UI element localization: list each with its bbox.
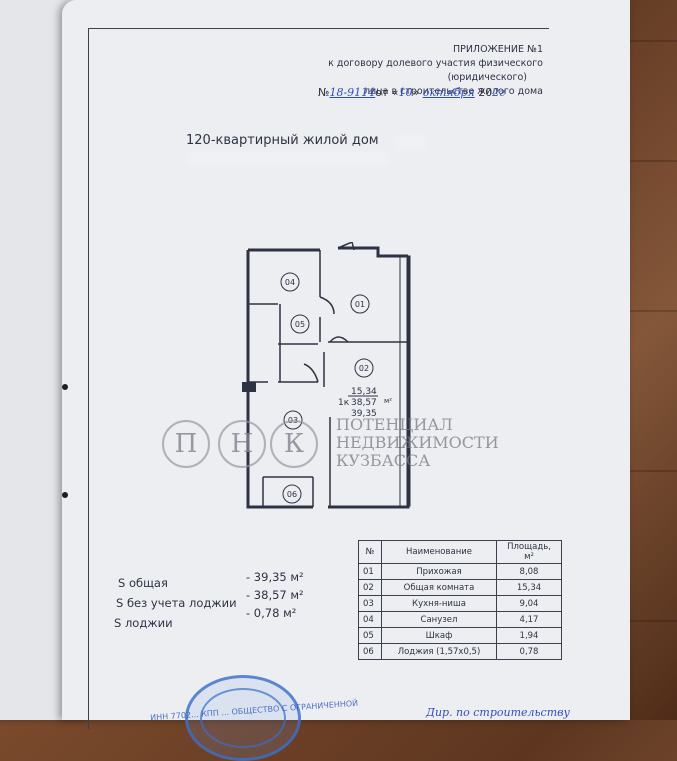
watermark-line: ПОТЕНЦИАЛ xyxy=(336,415,453,434)
signature: Дир. по строительству xyxy=(426,706,570,719)
loggia-area-label: S лоджии xyxy=(114,616,173,630)
appendix-title: ПРИЛОЖЕНИЕ №1 xyxy=(452,44,543,55)
appendix-line: к договору долевого участия физического xyxy=(328,58,543,69)
binding-hole xyxy=(62,492,68,498)
appendix-line: (юридического) xyxy=(447,72,527,83)
page-frame xyxy=(88,28,549,729)
watermark-letter: П xyxy=(162,420,210,468)
area-no-loggia-label: S без учета лоджии xyxy=(116,596,237,610)
room-marker-06: 06 xyxy=(287,490,297,499)
area-no-loggia-value: 38,57 xyxy=(351,398,377,408)
rooms-table: № Наименование Площадь, м² 01 Прихожая 8… xyxy=(358,540,562,660)
table-row: 05 Шкаф 1,94 xyxy=(358,627,562,644)
watermark-line: КУЗБАССА xyxy=(336,451,431,470)
table-row: 02 Общая комната 15,34 xyxy=(358,579,562,596)
contract-month: октября xyxy=(422,86,475,99)
table-header-row: № Наименование Площадь, м² xyxy=(358,540,562,564)
building-title: 120-квартирный жилой дом xyxy=(186,133,379,148)
contract-day: 10 xyxy=(398,86,413,99)
table-row: 06 Лоджия (1,57х0,5) 0,78 xyxy=(358,643,562,660)
area-no-loggia-summary: - 38,57 м² xyxy=(246,588,304,602)
loggia-area-value: - 0,78 м² xyxy=(246,606,297,620)
redacted-text xyxy=(188,150,388,166)
header-name: Наименование xyxy=(381,540,497,564)
room-marker-01: 01 xyxy=(355,300,365,309)
contract-year: 2г xyxy=(492,86,505,99)
contract-number: 18-9114 xyxy=(329,86,376,99)
binding-hole xyxy=(62,384,68,390)
table-row: 01 Прихожая 8,08 xyxy=(358,563,562,580)
room-marker-05: 05 xyxy=(295,320,305,329)
header-number: № xyxy=(358,540,382,564)
room-marker-04: 04 xyxy=(285,278,295,287)
watermark-letter: К xyxy=(270,420,318,468)
area-total-value: 39,35 xyxy=(351,409,377,419)
floor-plan: 04 01 05 02 03 06 15,34 1к 38,57 м² 39,3… xyxy=(242,242,411,509)
room-marker-02: 02 xyxy=(359,364,369,373)
header-area: Площадь, м² xyxy=(496,540,562,564)
watermark-letter: Н xyxy=(218,420,266,468)
table-row: 03 Кухня-ниша 9,04 xyxy=(358,595,562,612)
appendix-line: лица в строительстве жилого дома xyxy=(363,86,543,97)
total-area-label: S общая xyxy=(118,576,168,590)
apartment-type: 1к xyxy=(338,398,350,408)
area-unit: м² xyxy=(384,397,392,405)
contract-number-line: №18-9114от «10» октября 202г xyxy=(318,86,505,99)
table-row: 04 Санузел 4,17 xyxy=(358,611,562,628)
total-area-value: - 39,35 м² xyxy=(246,570,304,584)
area-living-value: 15,34 xyxy=(351,387,377,397)
watermark-line: НЕДВИЖИМОСТИ xyxy=(336,433,499,452)
redacted-text xyxy=(394,134,426,152)
